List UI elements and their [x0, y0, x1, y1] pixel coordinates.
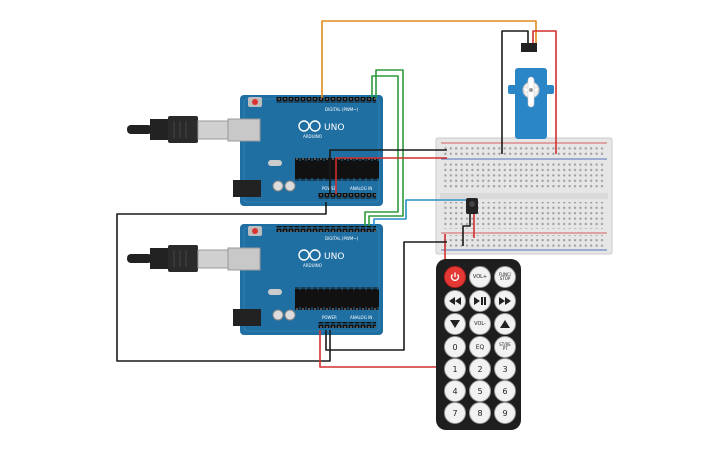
analog-label: ANALOG IN	[350, 186, 372, 191]
fast-forward-button[interactable]	[494, 290, 516, 312]
down-button[interactable]	[444, 313, 466, 335]
func-stop-button[interactable]: FUNC/STOP	[494, 266, 516, 288]
button-2[interactable]: 2	[469, 358, 491, 380]
arduino-uno-top: DIGITAL (PWM~) ARDUINO UNO POWER ANALOG …	[227, 95, 383, 206]
brand-label: ARDUINO	[303, 134, 322, 139]
breadboard	[435, 137, 613, 255]
model-label: UNO	[324, 252, 344, 262]
model-label: UNO	[324, 123, 344, 133]
rewind-icon	[449, 297, 461, 305]
digital-label: DIGITAL (PWM~)	[325, 107, 359, 112]
wire-green	[364, 75, 399, 226]
button-3[interactable]: 3	[494, 358, 516, 380]
wire-red	[335, 157, 447, 194]
eq-button[interactable]: EQ	[469, 336, 491, 358]
button-9[interactable]: 9	[494, 402, 516, 424]
wire-black	[116, 202, 331, 362]
wire-servo-ground	[501, 30, 529, 154]
wire-orange	[321, 20, 537, 98]
vol-up-button[interactable]: VOL+	[469, 266, 491, 288]
play-pause-button[interactable]	[469, 290, 491, 312]
wire-blue	[373, 199, 466, 226]
button-4[interactable]: 4	[444, 380, 466, 402]
servo-motor	[508, 43, 554, 139]
button-6[interactable]: 6	[494, 380, 516, 402]
analog-label: ANALOG IN	[350, 315, 372, 320]
wire-black	[462, 214, 471, 246]
arduino-uno-bottom: DIGITAL (PWM~) ARDUINO UNO POWER ANALOG …	[227, 224, 383, 335]
usb-cable-icon	[127, 245, 229, 272]
power-icon	[450, 272, 460, 282]
wire-servo-power	[532, 30, 557, 154]
usb-cable-icon	[127, 116, 229, 143]
brand-label: ARDUINO	[303, 263, 322, 268]
button-0[interactable]: 0	[444, 336, 466, 358]
digital-label: DIGITAL (PWM~)	[325, 236, 359, 241]
wire-black	[329, 149, 447, 194]
arduino-logo-icon	[298, 249, 321, 261]
arrow-down-icon	[450, 320, 460, 328]
arduino-logo-icon	[298, 120, 321, 132]
button-1[interactable]: 1	[444, 358, 466, 380]
button-5[interactable]: 5	[469, 380, 491, 402]
fast-forward-icon	[499, 297, 511, 305]
st-rept-button[interactable]: ST/REPT	[494, 336, 516, 358]
play-pause-icon	[474, 297, 486, 305]
button-7[interactable]: 7	[444, 402, 466, 424]
power-label: POWER	[322, 315, 337, 320]
rewind-button[interactable]	[444, 290, 466, 312]
ir-receiver	[466, 198, 478, 214]
wire-black	[325, 241, 447, 351]
button-8[interactable]: 8	[469, 402, 491, 424]
arrow-up-icon	[500, 320, 510, 328]
up-button[interactable]	[494, 313, 516, 335]
wire-green	[368, 69, 404, 226]
power-button[interactable]	[444, 266, 466, 288]
vol-down-button[interactable]: VOL-	[469, 313, 491, 335]
